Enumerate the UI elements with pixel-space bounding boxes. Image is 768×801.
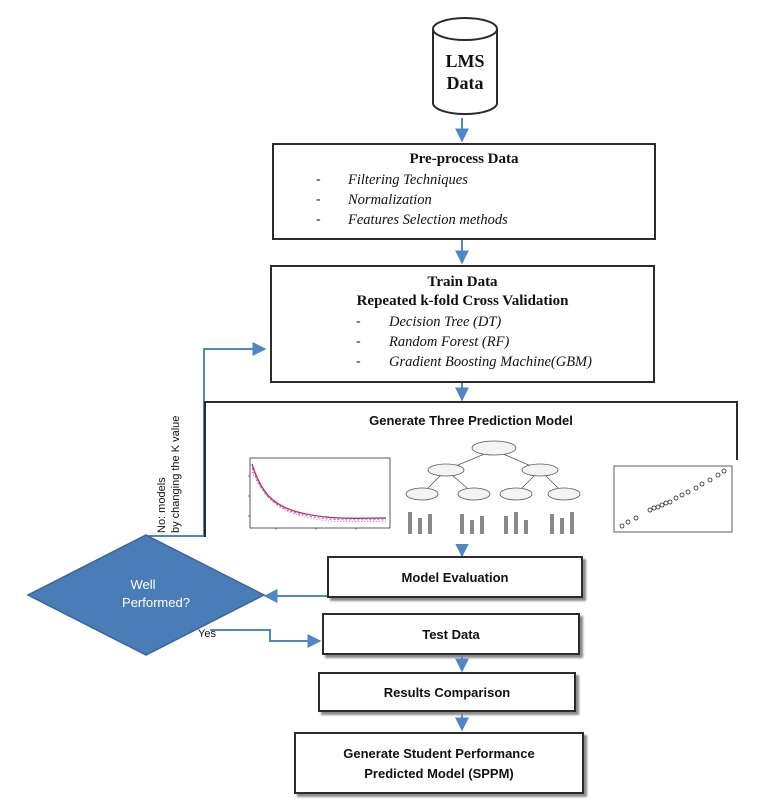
- decision-label: Well Performed?: [26, 576, 266, 612]
- results-label: Results Comparison: [383, 685, 511, 700]
- train-item-dt: -Decision Tree (DT): [356, 314, 502, 330]
- lms-label-line1: LMS: [445, 51, 485, 71]
- yes-label: Yes: [198, 628, 216, 640]
- final-sppm-line1: Generate Student Performance: [343, 746, 535, 761]
- scatter-plot-image: [596, 460, 738, 538]
- train-item-rf: -Random Forest (RF): [356, 334, 510, 350]
- final-sppm-box: Generate Student Performance Predicted M…: [294, 732, 584, 794]
- evaluation-box: Model Evaluation: [327, 556, 583, 598]
- train-subtitle: Repeated k-fold Cross Validation: [356, 293, 569, 309]
- decision-diamond: [26, 534, 266, 656]
- generate-title: Generate Three Prediction Model: [369, 413, 573, 428]
- final-sppm-line2: Predicted Model (SPPM): [364, 766, 514, 781]
- preprocess-item-normalization: -Normalization: [316, 192, 432, 208]
- lms-database-icon: [432, 17, 498, 115]
- lms-label-line2: Data: [446, 73, 484, 93]
- lms-label: LMS Data: [428, 50, 502, 94]
- test-data-box: Test Data: [322, 613, 580, 655]
- arrow-decision-yes: [210, 629, 322, 648]
- preprocess-item-features: -Features Selection methods: [316, 212, 508, 228]
- decision-label-line1: Well: [130, 577, 156, 592]
- train-item-gbm: -Gradient Boosting Machine(GBM): [356, 354, 592, 370]
- train-box: Train Data Repeated k-fold Cross Validat…: [270, 265, 655, 383]
- error-curve-plot-image: [226, 446, 396, 542]
- test-data-label: Test Data: [422, 627, 480, 642]
- train-title: Train Data: [427, 274, 498, 290]
- feedback-label-line2: by changing the K value: [170, 415, 182, 533]
- decision-label-line2: Performed?: [122, 595, 190, 610]
- evaluation-label: Model Evaluation: [401, 570, 509, 585]
- feedback-label-line1: No: models: [156, 477, 168, 533]
- preprocess-item-filtering: -Filtering Techniques: [316, 172, 468, 188]
- preprocess-title: Pre-process Data: [409, 151, 519, 167]
- results-box: Results Comparison: [318, 672, 576, 712]
- feedback-label: No: models by changing the K value: [155, 357, 189, 557]
- preprocess-box: Pre-process Data -Filtering Techniques -…: [272, 143, 656, 240]
- decision-tree-image: [400, 436, 588, 544]
